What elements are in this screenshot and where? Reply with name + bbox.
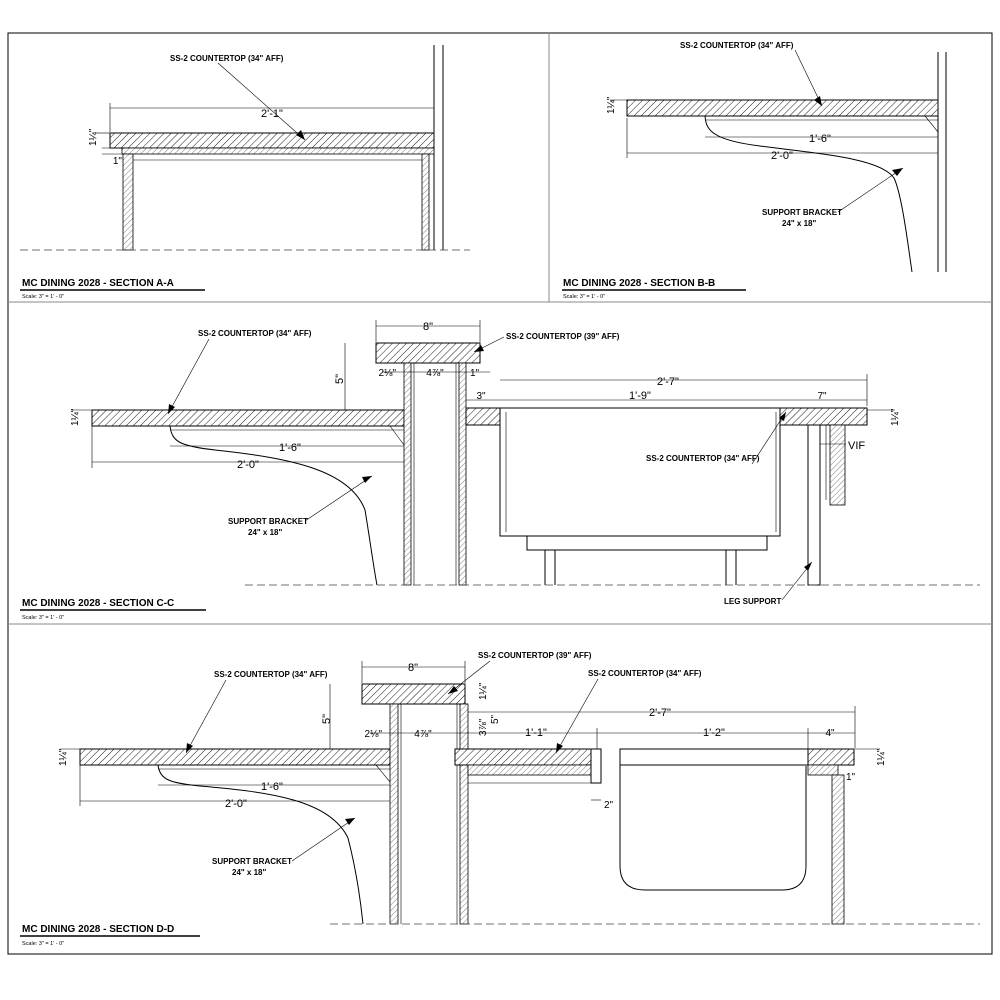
dim-2-7-d: 2'-7"	[649, 707, 671, 719]
dim-4-7-8-d: 4⅞"	[414, 729, 432, 740]
dim-3-7-8-d: 3⅞"	[478, 718, 489, 736]
dim-4-7-8-c: 4⅞"	[426, 368, 444, 379]
label-support-bracket-b: SUPPORT BRACKET	[762, 208, 842, 217]
dim-1-d: 1"	[846, 772, 856, 783]
label-bracket-size-d: 24" x 18"	[232, 868, 266, 877]
label-countertop-d-34-right: SS-2 COUNTERTOP (34" AFF)	[588, 669, 702, 678]
sink-basin-d	[619, 766, 807, 891]
label-countertop-a: SS-2 COUNTERTOP (34" AFF)	[170, 54, 284, 63]
label-support-bracket-d: SUPPORT BRACKET	[212, 857, 292, 866]
dim-2-0-b: 2'-0"	[771, 150, 793, 162]
countertop-c-right	[779, 407, 868, 426]
dim-1: 1"	[113, 156, 123, 167]
countertop-d-upper	[361, 683, 466, 705]
dim-2-1-8-c: 2⅛"	[379, 368, 397, 379]
countertop-d-left	[79, 748, 391, 766]
dim-1-1-4-b: 1¼"	[605, 96, 617, 114]
label-bracket-size-c: 24" x 18"	[248, 528, 282, 537]
dim-2-1-8-d: 2⅛"	[365, 729, 383, 740]
title-c-c: MC DINING 2028 - SECTION C-C	[22, 598, 174, 609]
countertop-a	[109, 132, 435, 149]
section-c-c: 8" 5" 2⅛" 4⅞" 1" 2'-7" 3" 1'-9" 7" 1'-6"…	[20, 320, 980, 621]
countertop-d-right	[454, 748, 598, 766]
dim-1-1-4-d-right: 1¼"	[875, 748, 887, 766]
dim-1-2-d: 1'-2"	[703, 727, 725, 739]
dim-2-7-c: 2'-7"	[657, 376, 679, 388]
scale-c-c: Scale: 3" = 1' - 0"	[22, 615, 64, 621]
dim-8-d: 8"	[408, 662, 418, 674]
dim-5-c: 5"	[334, 374, 346, 384]
label-support-bracket-c: SUPPORT BRACKET	[228, 517, 308, 526]
title-b-b: MC DINING 2028 - SECTION B-B	[563, 278, 715, 289]
label-countertop-d-39: SS-2 COUNTERTOP (39" AFF)	[478, 651, 592, 660]
dim-1-1-4-d-left: 1¼"	[57, 748, 69, 766]
dim-2-d: 2"	[604, 800, 614, 811]
support-bracket-b	[704, 115, 913, 273]
label-bracket-size-b: 24" x 18"	[782, 219, 816, 228]
label-leg-support: LEG SUPPORT	[724, 597, 781, 606]
dim-1-1-4-d-top: 1¼"	[477, 682, 489, 700]
countertop-b	[626, 99, 939, 117]
section-b-b: 1'-6" 2'-0" 1¼" SS-2 COUNTERTOP (34" AFF…	[562, 41, 947, 300]
dim-3-c: 3"	[476, 391, 486, 402]
dim-1-9-c: 1'-9"	[629, 390, 651, 402]
support-bracket-d	[157, 764, 364, 925]
label-countertop-c-39: SS-2 COUNTERTOP (39" AFF)	[506, 332, 620, 341]
dim-5-d-left: 5"	[321, 714, 333, 724]
dim-1-6-b: 1'-6"	[809, 133, 831, 145]
dim-5-d-right: 5"	[490, 714, 501, 724]
sheet-border	[7, 32, 993, 955]
dim-2-0-c: 2'-0"	[237, 459, 259, 471]
dim-1-c: 1"	[470, 368, 480, 379]
dim-2-1: 2'-1"	[261, 108, 283, 120]
countertop-c-upper	[375, 342, 481, 364]
dim-2-0-d: 2'-0"	[225, 798, 247, 810]
leg-support-c	[807, 424, 821, 586]
dim-8-c: 8"	[423, 321, 433, 333]
label-countertop-b: SS-2 COUNTERTOP (34" AFF)	[680, 41, 794, 50]
dim-1-6-c: 1'-6"	[279, 442, 301, 454]
section-a-a: 2'-1" 1" 1¼" SS-2 COUNTERTOP (34" AFF) M…	[20, 45, 470, 300]
label-vif: VIF	[848, 440, 865, 452]
countertop-c-left	[91, 409, 405, 427]
section-d-d: 8" 5" 2⅛" 4⅞" 3⅞" 5" 1¼" 2'-7" 1'-1" 1'-…	[20, 651, 980, 947]
label-countertop-c-34: SS-2 COUNTERTOP (34" AFF)	[198, 329, 312, 338]
well-basin-c	[499, 407, 781, 537]
scale-b-b: Scale: 3" = 1' - 0"	[563, 294, 605, 300]
right-leg	[421, 153, 430, 251]
dim-1-1-4-c-left: 1¼"	[69, 408, 81, 426]
dim-1-6-d: 1'-6"	[261, 781, 283, 793]
title-d-d: MC DINING 2028 - SECTION D-D	[22, 924, 174, 935]
dim-1-1-d: 1'-1"	[525, 727, 547, 739]
dim-4-d: 4"	[825, 728, 835, 739]
scale-a-a: Scale: 3" = 1' - 0"	[22, 294, 64, 300]
dim-1-1-4-c-right: 1¼"	[889, 408, 901, 426]
scale-d-d: Scale: 3" = 1' - 0"	[22, 941, 64, 947]
dim-1-1-4-a: 1¼"	[87, 128, 99, 146]
left-leg	[122, 153, 134, 251]
label-countertop-d-34-left: SS-2 COUNTERTOP (34" AFF)	[214, 670, 328, 679]
label-countertop-c-34-right: SS-2 COUNTERTOP (34" AFF)	[646, 454, 760, 463]
dim-7-c: 7"	[817, 391, 827, 402]
title-a-a: MC DINING 2028 - SECTION A-A	[22, 278, 174, 289]
support-bracket-c	[169, 425, 378, 586]
